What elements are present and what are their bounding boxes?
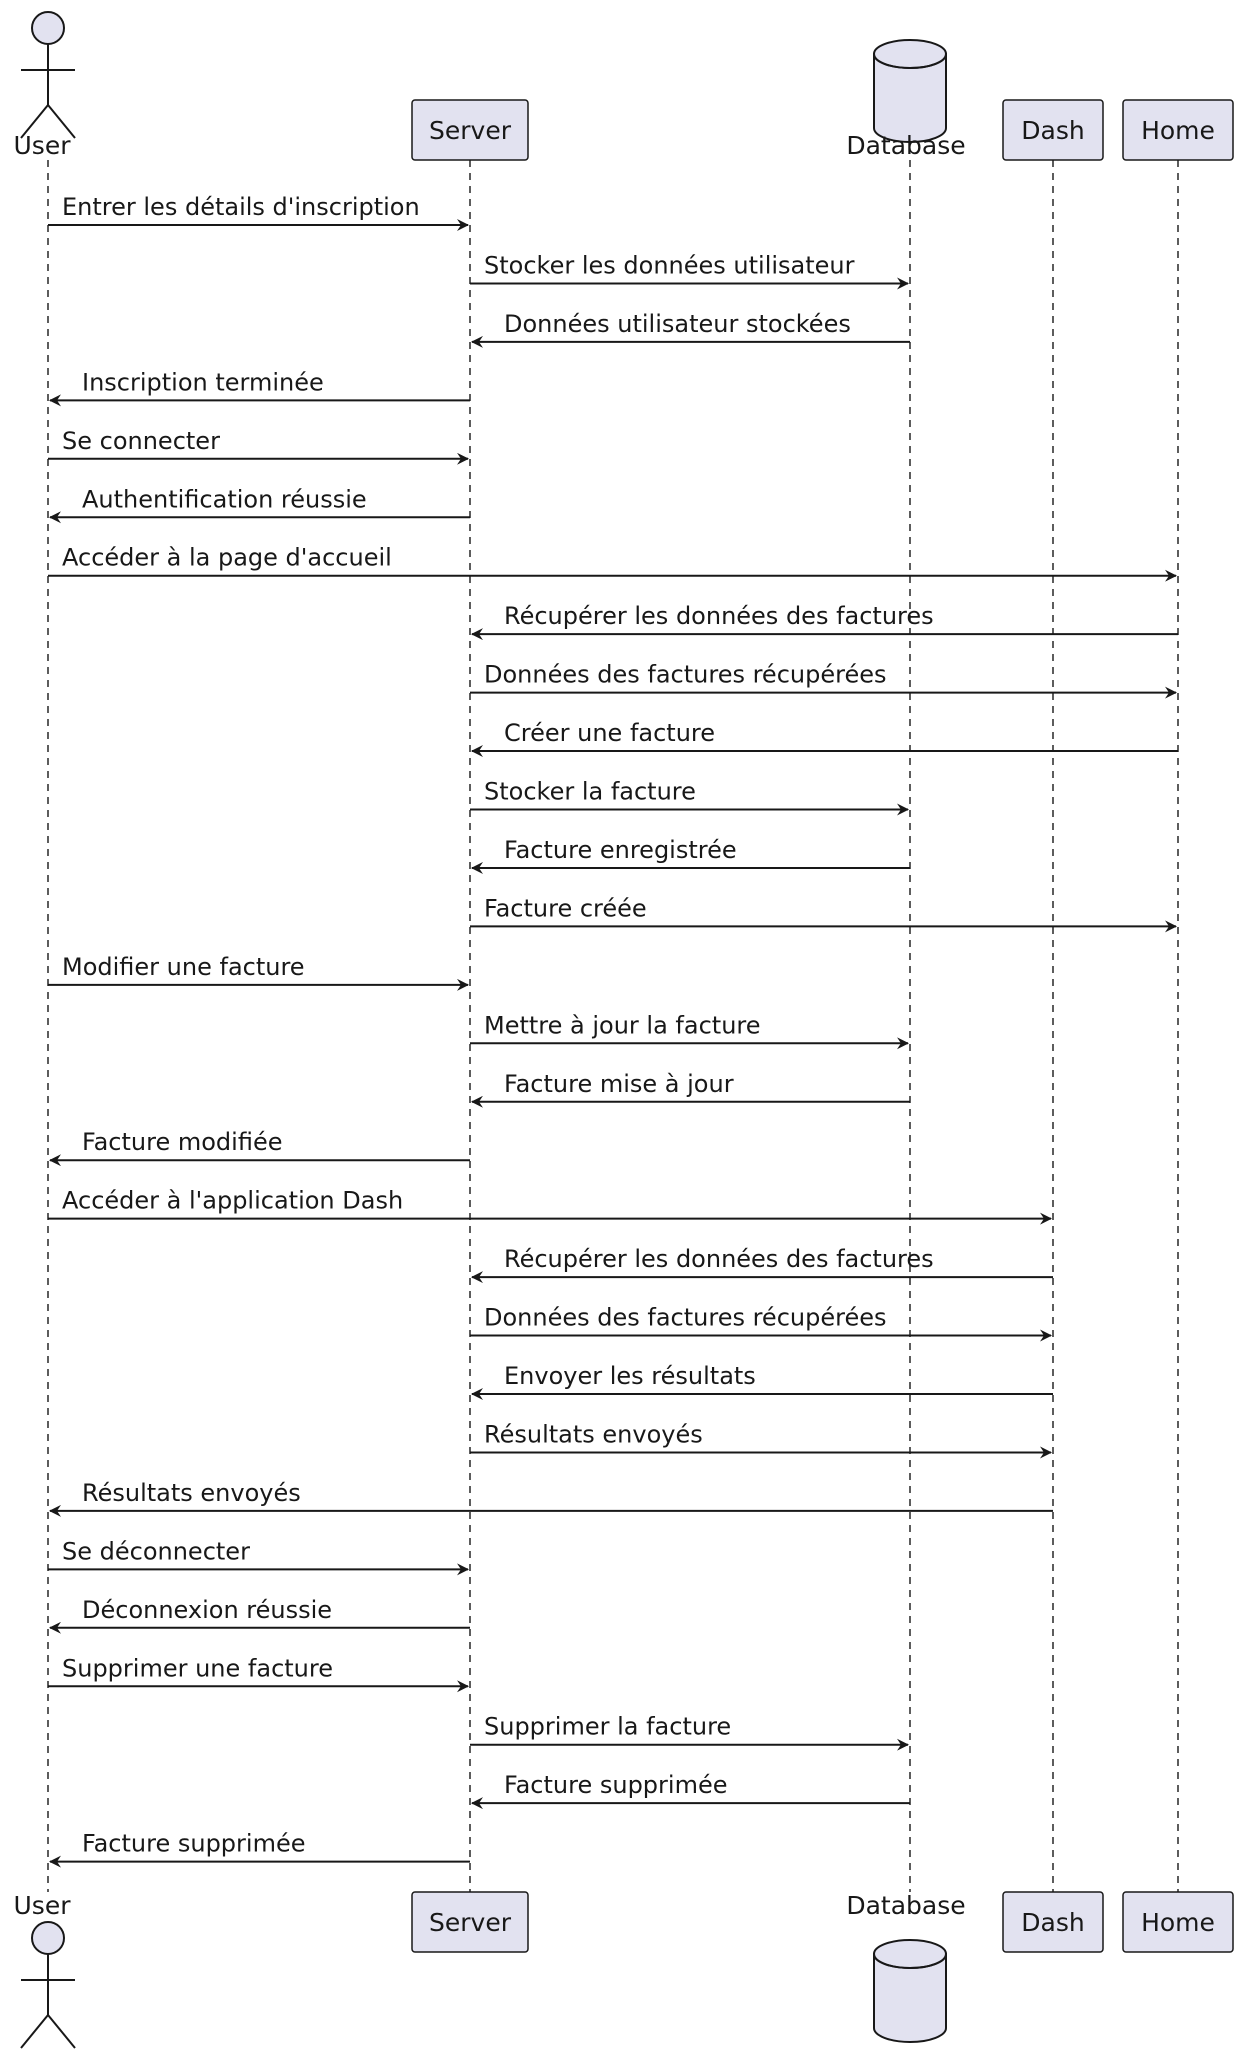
message: Déconnexion réussie [49, 1596, 470, 1634]
participant-label: Dash [1021, 116, 1084, 145]
message: Supprimer la facture [470, 1713, 909, 1751]
message-label: Facture créée [484, 894, 647, 922]
participant-label: User [14, 131, 72, 160]
message-label: Stocker les données utilisateur [484, 251, 855, 279]
message: Accéder à la page d'accueil [48, 544, 1177, 582]
database-cylinder-body [873, 53, 947, 143]
message-label: Résultats envoyés [484, 1420, 703, 1448]
participant-label: Dash [1021, 1908, 1084, 1937]
participant-label: Server [429, 1908, 512, 1937]
actor-head [31, 1921, 65, 1955]
message: Inscription terminée [49, 368, 470, 407]
message: Créer une facture [471, 719, 1178, 758]
participant-box [1122, 1891, 1234, 1953]
message: Résultats envoyés [49, 1479, 1053, 1517]
participant-box [411, 1891, 529, 1953]
message: Modifier une facture [48, 953, 469, 991]
message-label: Facture supprimée [504, 1771, 728, 1799]
message-label: Déconnexion réussie [82, 1596, 332, 1624]
message-label: Supprimer la facture [484, 1713, 731, 1741]
message: Facture modifiée [49, 1128, 470, 1167]
message-label: Authentification réussie [82, 485, 367, 513]
message-label: Stocker la facture [484, 778, 696, 806]
message-label: Inscription terminée [82, 368, 324, 396]
message: Facture mise à jour [471, 1070, 910, 1108]
actor-head [31, 11, 65, 45]
participant-box [1002, 1891, 1104, 1953]
database-cylinder-rim [873, 53, 947, 69]
message-label: Récupérer les données des factures [504, 1245, 934, 1273]
lifelines [47, 160, 1179, 1892]
message: Données des factures récupérées [470, 1304, 1052, 1342]
message-label: Se connecter [62, 427, 220, 455]
participant-top-database: Database [846, 39, 966, 160]
message: Authentification réussie [49, 485, 470, 524]
participant-top-dash: Dash [1002, 99, 1104, 161]
participant-bottom-user: User [14, 1891, 76, 2049]
participant-top-user: User [14, 11, 76, 160]
message-label: Créer une facture [504, 719, 715, 747]
message: Données utilisateur stockées [471, 310, 910, 348]
database-cylinder-body [873, 1953, 947, 2043]
message-label: Mettre à jour la facture [484, 1011, 761, 1039]
participant-bottom-dash: Dash [1002, 1891, 1104, 1953]
message: Envoyer les résultats [471, 1362, 1053, 1400]
message-label: Entrer les détails d'inscription [62, 193, 420, 221]
message: Récupérer les données des factures [471, 602, 1178, 641]
message-label: Résultats envoyés [82, 1479, 301, 1507]
actor-left-leg [20, 104, 49, 139]
message-label: Supprimer une facture [62, 1654, 333, 1682]
message-label: Facture modifiée [82, 1128, 282, 1156]
participant-label: Database [846, 1891, 965, 1920]
message: Facture enregistrée [471, 836, 910, 874]
message: Entrer les détails d'inscription [48, 193, 469, 231]
message: Récupérer les données des factures [471, 1245, 1053, 1284]
message: Stocker la facture [470, 778, 909, 816]
message-label: Facture supprimée [82, 1830, 306, 1858]
message-label: Accéder à la page d'accueil [62, 544, 392, 572]
message: Données des factures récupérées [470, 661, 1177, 699]
message: Se déconnecter [48, 1537, 469, 1576]
actor-right-leg [47, 104, 76, 139]
message-label: Facture mise à jour [504, 1070, 734, 1098]
message: Facture supprimée [49, 1830, 470, 1868]
participant-heads: UserUserServerServerDatabaseDatabaseDash… [14, 11, 1234, 2049]
participant-label: Server [429, 116, 512, 145]
message-label: Données des factures récupérées [484, 1304, 886, 1332]
participant-top-server: Server [411, 99, 529, 161]
participant-bottom-home: Home [1122, 1891, 1234, 1953]
participant-top-home: Home [1122, 99, 1234, 161]
message-label: Données des factures récupérées [484, 661, 886, 689]
message-label: Se déconnecter [62, 1537, 250, 1565]
message: Accéder à l'application Dash [48, 1187, 1052, 1225]
participant-label: Home [1141, 1908, 1215, 1937]
actor-right-leg [47, 2014, 76, 2049]
message-label: Modifier une facture [62, 953, 305, 981]
message-label: Facture enregistrée [504, 836, 737, 864]
message: Facture supprimée [471, 1771, 910, 1810]
participant-label: Home [1141, 116, 1215, 145]
message: Résultats envoyés [470, 1420, 1052, 1459]
messages: Entrer les détails d'inscriptionStocker … [48, 193, 1178, 1868]
message-label: Envoyer les résultats [504, 1362, 756, 1390]
message-label: Récupérer les données des factures [504, 602, 934, 630]
participant-label: User [14, 1891, 72, 1920]
participant-bottom-server: Server [411, 1891, 529, 1953]
message: Stocker les données utilisateur [470, 251, 909, 290]
message: Mettre à jour la facture [470, 1011, 909, 1050]
participant-box [1122, 99, 1234, 161]
message-label: Accéder à l'application Dash [62, 1187, 403, 1215]
message: Se connecter [48, 427, 469, 465]
actor-left-leg [20, 2014, 49, 2049]
message: Supprimer une facture [48, 1654, 469, 1693]
message-label: Données utilisateur stockées [504, 310, 851, 338]
participant-bottom-database: Database [846, 1891, 966, 2043]
database-cylinder-rim [873, 1953, 947, 1969]
participant-box [411, 99, 529, 161]
message: Facture créée [470, 894, 1177, 933]
participant-label: Database [846, 131, 965, 160]
participant-box [1002, 99, 1104, 161]
